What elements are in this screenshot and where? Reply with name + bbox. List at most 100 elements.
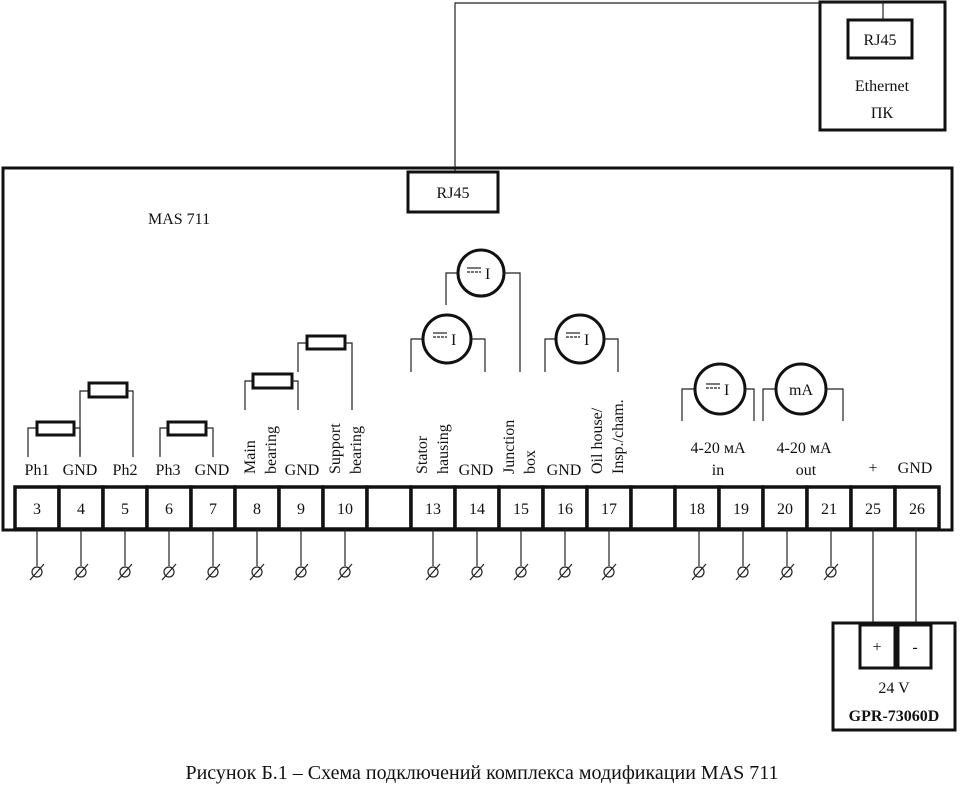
label-gnd: GND	[285, 462, 320, 479]
terminal: 10	[321, 485, 369, 531]
label-gnd: GND	[63, 462, 98, 479]
ethernet-cable	[454, 2, 884, 172]
label-bearing: bearing	[348, 426, 365, 474]
label-stator: Stator	[414, 435, 431, 474]
ground-terminal-icon	[823, 529, 839, 581]
meter-4-20-out: mA	[762, 362, 844, 421]
label-ph2: Ph2	[113, 462, 138, 479]
pc-label: ПК	[871, 105, 894, 122]
power-voltage: 24 V	[878, 680, 910, 697]
sensor-symbol: I	[451, 332, 456, 349]
terminal	[365, 485, 413, 531]
label-gnd: GND	[547, 462, 582, 479]
sensor-junction: I	[445, 248, 521, 372]
resistors	[27, 334, 353, 457]
ground-terminal-icon	[779, 529, 795, 581]
ground-terminal-icon	[249, 529, 265, 581]
terminal: 7	[189, 485, 237, 531]
terminal-number: 20	[777, 501, 793, 518]
label-4-20-in: 4-20 мА	[690, 440, 745, 457]
device-rj45-label: RJ45	[437, 185, 470, 202]
terminal: 17	[585, 485, 633, 531]
power-supply: + - 24 V GPR-73060D	[831, 528, 957, 732]
terminal-number: 26	[909, 501, 925, 518]
terminal: 26	[893, 485, 941, 531]
terminal	[629, 485, 677, 531]
terminal: 13	[409, 485, 457, 531]
terminal-number: 8	[253, 501, 261, 518]
ground-symbols	[29, 529, 839, 581]
terminal-number: 9	[297, 501, 305, 518]
terminal-number: 18	[689, 501, 705, 518]
current-sensors: I I I I mA	[410, 248, 844, 421]
label-gnd: GND	[898, 460, 933, 477]
ground-terminal-icon	[735, 529, 751, 581]
terminal: 3	[13, 485, 61, 531]
sensor-symbol: I	[584, 332, 589, 349]
sensor-symbol: I	[724, 382, 729, 399]
terminal: 8	[233, 485, 281, 531]
terminal: 19	[717, 485, 765, 531]
meter-symbol: mA	[789, 382, 813, 399]
terminal: 20	[761, 485, 809, 531]
ground-terminal-icon	[513, 529, 529, 581]
ground-terminal-icon	[601, 529, 617, 581]
label-out: out	[796, 462, 817, 479]
label-bearing: bearing	[263, 426, 280, 474]
terminal-number: 15	[513, 501, 529, 518]
label-box: box	[522, 450, 539, 474]
label-gnd: GND	[195, 462, 230, 479]
terminal-number: 4	[77, 501, 85, 518]
label-4-20-out: 4-20 мА	[776, 440, 831, 457]
terminal-number: 16	[557, 501, 573, 518]
terminal: 6	[145, 485, 193, 531]
ground-terminal-icon	[73, 529, 89, 581]
label-junction: Junction	[501, 420, 518, 474]
terminal: 14	[453, 485, 501, 531]
ground-terminal-icon	[557, 529, 573, 581]
sensor-oil-house: I	[544, 313, 619, 372]
label-insp-cham: Insp./cham.	[610, 399, 627, 474]
ground-terminal-icon	[205, 529, 221, 581]
power-model: GPR-73060D	[849, 708, 940, 725]
label-ph3: Ph3	[156, 462, 181, 479]
sensor-4-20-in: I	[681, 362, 755, 421]
ground-terminal-icon	[117, 529, 133, 581]
ground-terminal-icon	[337, 529, 353, 581]
terminal-labels: Ph1 GND Ph2 Ph3 GND Main bearing GND Sup…	[25, 399, 933, 479]
terminal-number: 3	[33, 501, 41, 518]
label-main: Main	[242, 440, 259, 474]
label-support: Support	[327, 423, 344, 474]
terminal: 15	[497, 485, 545, 531]
label-oil-house: Oil house/	[589, 407, 606, 474]
terminal: 25	[849, 485, 897, 531]
terminal-number: 14	[469, 501, 485, 518]
pc-ethernet-label: Ethernet	[855, 78, 910, 95]
ground-terminal-icon	[425, 529, 441, 581]
terminal: 21	[805, 485, 853, 531]
ground-terminal-icon	[691, 529, 707, 581]
label-plus: +	[868, 460, 877, 477]
device-name: MAS 711	[148, 211, 210, 228]
terminal: 9	[277, 485, 325, 531]
terminal-number: 19	[733, 501, 749, 518]
pc-block: RJ45 Ethernet ПК	[818, 0, 947, 132]
label-hausing: hausing	[435, 424, 452, 474]
ground-terminal-icon	[161, 529, 177, 581]
terminal-number: 10	[337, 501, 353, 518]
sensor-stator: I	[410, 313, 486, 372]
terminal-number: 25	[865, 501, 881, 518]
terminal: 18	[673, 485, 721, 531]
terminal: 4	[57, 485, 105, 531]
terminal-number: 13	[425, 501, 441, 518]
sensor-symbol: I	[485, 266, 490, 283]
ground-terminal-icon	[469, 529, 485, 581]
terminal: 16	[541, 485, 589, 531]
terminal-number: 6	[165, 501, 173, 518]
label-gnd: GND	[459, 462, 494, 479]
label-in: in	[712, 462, 724, 479]
power-plus: +	[872, 639, 881, 656]
ground-terminal-icon	[29, 529, 45, 581]
